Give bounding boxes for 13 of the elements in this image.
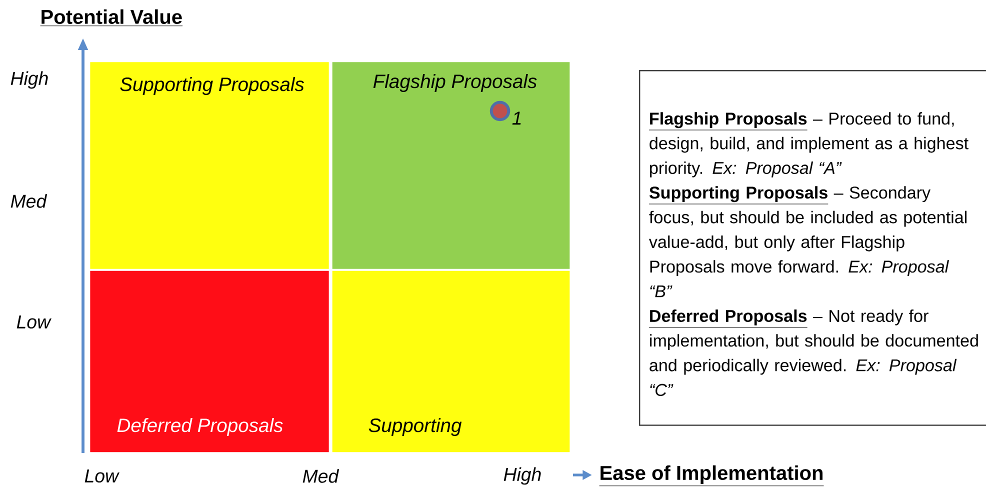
notes-box: Flagship Proposals – Proceed to fund, design, build, and implement as a highest priority. Ex: Proposal “A” Supporting Proposals – Secondary focus, but should be included as potential value-add, but only after Flagship Proposals move forward. Ex: Proposal “B” Deferred Proposals – Not ready for implementation, but should be documented and periodically reviewed. Ex: Proposal “C” (639, 70, 986, 426)
data-point: 1 (490, 100, 521, 125)
axis-tick-label: Low (84, 469, 120, 482)
axis-tick-label: High (10, 71, 48, 89)
quadrant: Deferred Proposals (90, 270, 329, 452)
axis-tick-label: Low (16, 315, 52, 328)
quadrant: Supporting Proposals (90, 62, 329, 269)
node-label: 1 (512, 112, 521, 125)
axis-title: Ease of Implementation (599, 465, 824, 486)
axis-title: Potential Value (40, 9, 183, 26)
axis-tick-label: Med (302, 469, 340, 483)
quadrant: Supporting (332, 270, 570, 452)
axis-tick-label: Med (10, 194, 48, 208)
